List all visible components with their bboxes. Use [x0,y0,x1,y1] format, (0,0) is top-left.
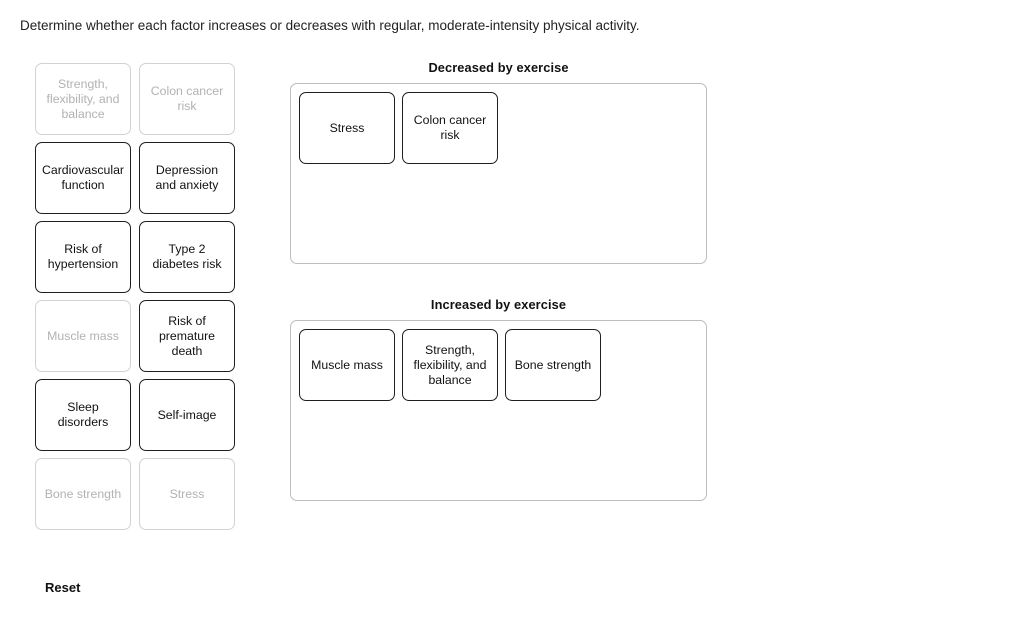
bank-tile[interactable]: Sleep disorders [35,379,131,451]
bank-tile: Muscle mass [35,300,131,372]
bank-tile[interactable]: Self-image [139,379,235,451]
placed-tile[interactable]: Bone strength [505,329,601,401]
bank-tile[interactable]: Type 2 diabetes risk [139,221,235,293]
placed-tile[interactable]: Strength, flexibility, and balance [402,329,498,401]
bank-tile[interactable]: Depression and anxiety [139,142,235,214]
bank-tile: Stress [139,458,235,530]
bank-tile: Bone strength [35,458,131,530]
placed-tile[interactable]: Muscle mass [299,329,395,401]
bank-tile[interactable]: Risk of premature death [139,300,235,372]
placed-tile[interactable]: Colon cancer risk [402,92,498,164]
placed-tile[interactable]: Stress [299,92,395,164]
question-prompt: Determine whether each factor increases … [20,18,640,33]
dropzone-title-increased: Increased by exercise [430,297,567,312]
bank-tile[interactable]: Cardiovascular function [35,142,131,214]
reset-button[interactable]: Reset [45,580,81,595]
bank-tile: Strength, flexibility, and balance [35,63,131,135]
bank-tile[interactable]: Risk of hypertension [35,221,131,293]
dropzone-title-decreased: Decreased by exercise [428,60,569,75]
bank-tile: Colon cancer risk [139,63,235,135]
